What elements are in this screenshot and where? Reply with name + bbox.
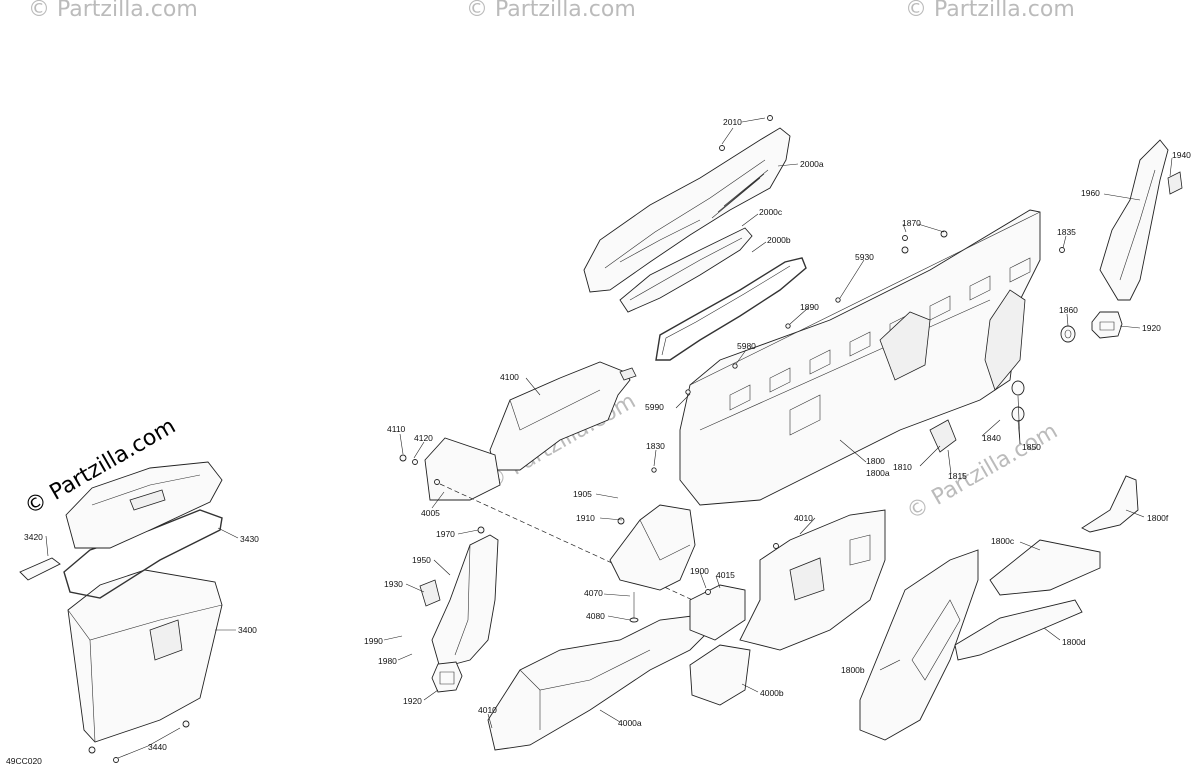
callout-1860: 1860 bbox=[1059, 305, 1078, 315]
callout-1800c: 1800c bbox=[991, 536, 1015, 546]
callout-1980: 1980 bbox=[378, 656, 397, 666]
seal-2000b bbox=[655, 257, 807, 361]
gasket-2000c bbox=[619, 227, 753, 313]
callout-1970: 1970 bbox=[436, 529, 455, 539]
panel-1950 bbox=[419, 526, 499, 669]
grommets-1850 bbox=[1011, 380, 1025, 422]
strap-3420 bbox=[19, 557, 61, 581]
callout-4015: 4015 bbox=[716, 570, 735, 580]
callout-4010-left: 4010 bbox=[478, 705, 497, 715]
callout-1800b: 1800b bbox=[841, 665, 865, 675]
callout-1890: 1890 bbox=[800, 302, 819, 312]
callout-1830: 1830 bbox=[646, 441, 665, 451]
rear-panel-4010 bbox=[739, 509, 886, 651]
trim-1800d bbox=[954, 599, 1083, 661]
callout-4110: 4110 bbox=[387, 424, 406, 434]
callout-1810: 1810 bbox=[893, 462, 912, 472]
duct-4000b bbox=[689, 644, 751, 706]
callout-1800a: 1800a bbox=[866, 468, 890, 478]
callout-3400: 3400 bbox=[238, 625, 257, 635]
callout-1870: 1870 bbox=[902, 218, 921, 228]
callout-1960: 1960 bbox=[1081, 188, 1100, 198]
lid-3430 bbox=[65, 461, 223, 549]
bracket-center bbox=[609, 504, 696, 591]
duct-4000a bbox=[487, 614, 716, 751]
callout-5930: 5930 bbox=[855, 252, 874, 262]
callout-4010-right: 4010 bbox=[794, 513, 813, 523]
feet-3440 bbox=[88, 720, 190, 763]
callout-2010: 2010 bbox=[723, 117, 742, 127]
handle-1920-bottom bbox=[431, 661, 463, 693]
watermark-top-right: © Partzilla.com bbox=[905, 0, 1075, 22]
callout-1950: 1950 bbox=[412, 555, 431, 565]
fasteners-top bbox=[651, 115, 1065, 473]
callout-2000a: 2000a bbox=[800, 159, 824, 169]
callout-1910: 1910 bbox=[576, 513, 595, 523]
callout-5990: 5990 bbox=[645, 402, 664, 412]
callout-1815: 1815 bbox=[948, 471, 967, 481]
duct-4100 bbox=[489, 361, 637, 471]
watermark-top-center: © Partzilla.com bbox=[466, 0, 636, 22]
callout-1800f: 1800f bbox=[1147, 513, 1169, 523]
callout-1800d: 1800d bbox=[1062, 637, 1086, 647]
callout-1940: 1940 bbox=[1172, 150, 1191, 160]
bolts-4070 bbox=[629, 592, 639, 623]
callout-4100: 4100 bbox=[500, 372, 519, 382]
callout-4120: 4120 bbox=[414, 433, 433, 443]
callout-4070: 4070 bbox=[584, 588, 603, 598]
callout-1850: 1850 bbox=[1022, 442, 1041, 452]
callout-5980: 5980 bbox=[737, 341, 756, 351]
callout-1835: 1835 bbox=[1057, 227, 1076, 237]
console-1800 bbox=[679, 209, 1041, 506]
callout-3420: 3420 bbox=[24, 532, 43, 542]
callout-1920-top: 1920 bbox=[1142, 323, 1161, 333]
callout-1930: 1930 bbox=[384, 579, 403, 589]
callout-labels: 2010 2000a 2000c 2000b 1940 1960 1870 18… bbox=[24, 117, 1191, 752]
callout-2000c: 2000c bbox=[759, 207, 783, 217]
handle-1920-top bbox=[1091, 311, 1123, 339]
panel-1800b bbox=[859, 549, 979, 741]
callout-1905: 1905 bbox=[573, 489, 592, 499]
callout-1840: 1840 bbox=[982, 433, 1001, 443]
panel-4005 bbox=[399, 437, 501, 501]
callout-4080: 4080 bbox=[586, 611, 605, 621]
guide-line bbox=[439, 483, 711, 609]
callout-4005: 4005 bbox=[421, 508, 440, 518]
trim-1800c bbox=[989, 539, 1101, 596]
callout-1900: 1900 bbox=[690, 566, 709, 576]
storage-box-3400 bbox=[67, 569, 223, 743]
watermark-top-left: © Partzilla.com bbox=[28, 0, 198, 22]
callout-4000b: 4000b bbox=[760, 688, 784, 698]
leader-lines bbox=[45, 117, 1173, 759]
callout-3430: 3430 bbox=[240, 534, 259, 544]
bracket-1900 bbox=[689, 584, 746, 641]
trim-1800f bbox=[1081, 475, 1139, 533]
grommet-1860 bbox=[1060, 325, 1076, 343]
callout-1920-bottom: 1920 bbox=[403, 696, 422, 706]
callout-1990: 1990 bbox=[364, 636, 383, 646]
cover-2000a bbox=[583, 127, 791, 293]
callout-2000b: 2000b bbox=[767, 235, 791, 245]
callout-4000a: 4000a bbox=[618, 718, 642, 728]
trim-1960 bbox=[1099, 139, 1183, 301]
callout-3440: 3440 bbox=[148, 742, 167, 752]
callout-1800: 1800 bbox=[866, 456, 885, 466]
diagram-code: 49CC020 bbox=[6, 756, 42, 766]
